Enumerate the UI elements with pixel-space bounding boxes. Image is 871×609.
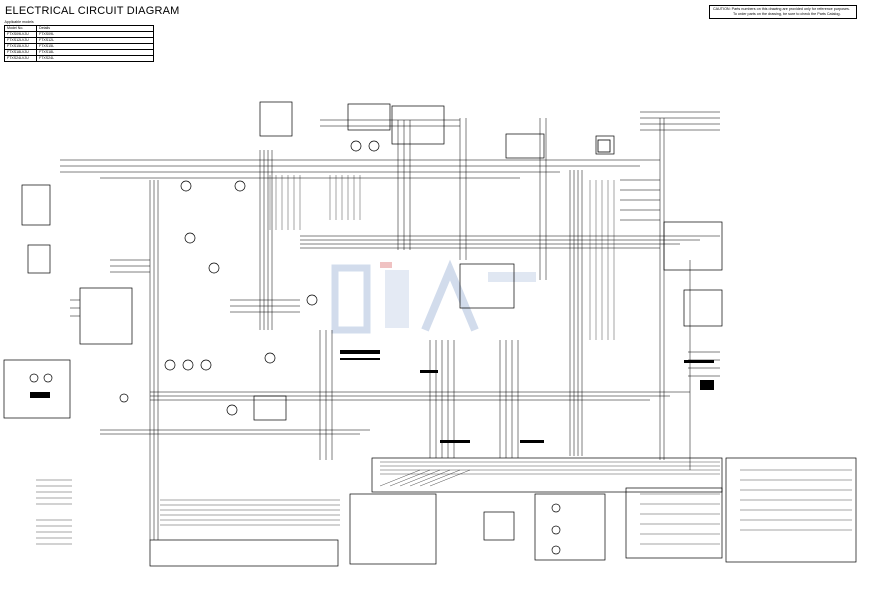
motor-icon [368,140,380,152]
table-caption: Applicable models [4,20,34,24]
motor-icon [184,232,196,244]
motor-icon [226,404,238,416]
indicator-block [505,133,545,159]
motor-icon [119,393,129,403]
motor-icon [264,352,276,364]
connector-row-block [149,539,339,567]
legend-block [663,221,723,271]
motor-icon [200,359,212,371]
motor-icon [551,545,561,555]
harness-block [371,457,723,493]
fan-motor-block [27,244,51,274]
motor-icon [180,180,192,192]
sensor-block [483,511,515,541]
motor-block [534,493,606,561]
motor-symbols [29,140,561,555]
control-board-block [79,287,133,345]
sensor-block [253,395,287,421]
motor-icon [551,503,561,513]
output-block [725,457,857,563]
motor-icon [164,359,176,371]
connector-panel-block [3,359,71,419]
board-block [459,263,515,309]
terminal-block [259,101,293,137]
motor-icon [551,525,561,535]
relay-block [347,103,391,131]
caution-line: CAUTION: Parts numbers on this drawing a… [713,7,850,11]
motor-icon [182,359,194,371]
motor-icon [29,373,39,383]
table-row: FTXS24LVJU FTXS24L [4,55,154,62]
harness-wires [36,175,852,545]
applicable-models-table: Applicable models Model No. Details FTXS… [4,20,154,62]
caution-line: To order parts on the drawing, be sure t… [733,12,841,16]
watermark-logo [331,259,536,334]
page-title: ELECTRICAL CIRCUIT DIAGRAM [5,5,180,17]
table-cell: FTXS24L [36,55,154,62]
motor-icon [208,262,220,274]
indicator-block [595,135,615,155]
switch-block [349,493,437,565]
motor-icon [350,140,362,152]
caution-note: CAUTION: Parts numbers on this drawing a… [709,5,857,19]
component-blocks [3,101,857,567]
motor-icon [306,294,318,306]
sensor-block [21,184,51,226]
legend-block [683,289,723,327]
motor-icon [234,180,246,192]
motor-icon [43,373,53,383]
relay-block [391,105,445,145]
connector-ticks [30,139,714,443]
output-block [625,487,723,559]
